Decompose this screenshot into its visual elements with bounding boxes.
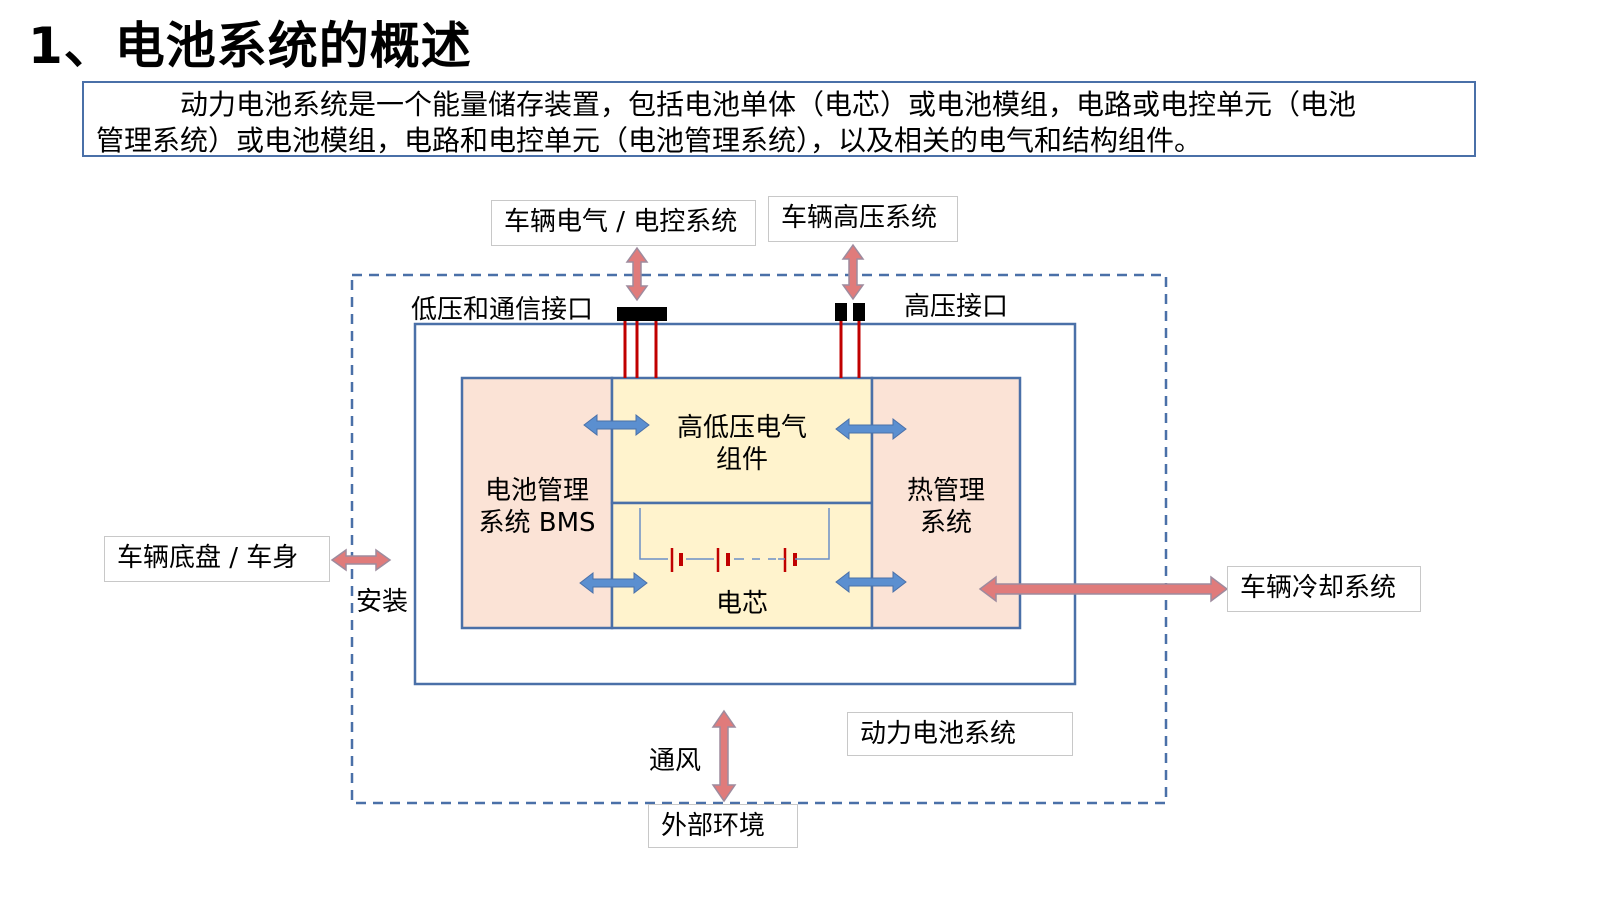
hv-connector-left <box>835 303 847 321</box>
intro-textbox: 动力电池系统是一个能量储存装置，包括电池单体（电芯）或电池模组，电路或电控单元（… <box>82 81 1476 157</box>
cell-label: 电芯 <box>715 589 768 619</box>
vehicle-electrical-box: 车辆电气 / 电控系统 <box>491 200 756 246</box>
double-arrow-chassis <box>330 548 392 572</box>
double-arrow-vehicle-electrical <box>625 246 649 302</box>
battery-cell-symbol-1 <box>670 548 683 572</box>
thermal-management-label: 热管理 系统 <box>872 475 1020 539</box>
double-arrow-ventilation <box>711 709 737 803</box>
battery-cell-symbol-2 <box>716 548 730 572</box>
mounting-label: 安装 <box>356 587 409 617</box>
thermal-label-line-1: 热管理 <box>906 476 985 506</box>
hv-lv-label-line-2: 组件 <box>715 445 768 475</box>
vehicle-chassis-box: 车辆底盘 / 车身 <box>104 536 330 582</box>
cell-circuit-wire <box>639 508 744 560</box>
intro-line-2: 管理系统）或电池模组，电路和电控单元（电池管理系统），以及相关的电气和结构组件。 <box>96 124 1203 157</box>
bms-label-line-2: 系统 BMS <box>478 508 596 538</box>
hv-lv-components-label: 高低压电气 组件 <box>612 412 872 476</box>
bms-module-label: 电池管理 系统 BMS <box>462 475 612 539</box>
low-voltage-connector <box>617 307 667 321</box>
intro-line-1: 动力电池系统是一个能量储存装置，包括电池单体（电芯）或电池模组，电路或电控单元（… <box>180 88 1357 121</box>
cell-circuit-wire-right <box>804 508 830 560</box>
low-voltage-comm-interface-label: 低压和通信接口 <box>411 295 594 325</box>
vehicle-high-voltage-box: 车辆高压系统 <box>768 196 958 242</box>
system-name-box: 动力电池系统 <box>847 712 1073 756</box>
system-boundary-dashed <box>350 273 1168 805</box>
blue-arrow-cell-thermal <box>835 570 907 594</box>
double-arrow-vehicle-high-voltage <box>841 243 865 301</box>
blue-arrow-bms-cell <box>579 571 648 595</box>
external-environment-box: 外部环境 <box>648 804 798 848</box>
hv-connector-right <box>853 303 865 321</box>
ventilation-label: 通风 <box>649 746 702 776</box>
blue-arrow-hvlv-thermal <box>835 417 907 441</box>
vehicle-cooling-box: 车辆冷却系统 <box>1227 566 1421 612</box>
thermal-label-line-2: 系统 <box>919 508 972 538</box>
hv-lv-label-line-1: 高低压电气 <box>676 413 807 443</box>
page-title: 1、电池系统的概述 <box>28 17 472 75</box>
blue-arrow-bms-hvlv <box>583 413 650 437</box>
bms-label-line-1: 电池管理 <box>484 476 589 506</box>
high-voltage-interface-label: 高压接口 <box>904 292 1009 322</box>
